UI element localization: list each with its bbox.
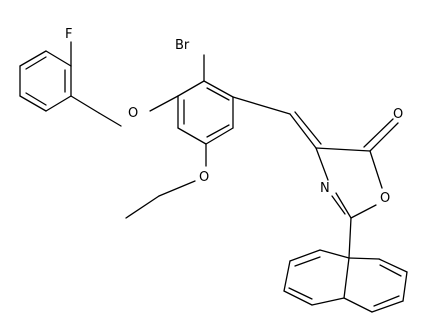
vinyl-double-bond-b [294, 111, 322, 145]
ethoxy-oxygen-label: O [199, 170, 209, 185]
bromine-label: Br [175, 38, 190, 53]
ch2-ch3-ethoxy-bond [125, 195, 160, 219]
oxazole-naphthyl-bond [348, 217, 352, 259]
fluorophenyl-ring [19, 50, 72, 112]
ch2-o-bond [98, 112, 122, 127]
ring-nitrogen-label: N [320, 181, 330, 196]
o-ch2-ethoxy-bond [158, 180, 196, 197]
oxazolone-ring [315, 147, 383, 219]
fluorine-label: F [65, 27, 72, 42]
aryl-vinyl-bond [232, 96, 291, 115]
vinyl-double-bond-a [289, 113, 317, 149]
carbonyl-oxygen-label: O [393, 107, 403, 122]
benzyl-ch2-bond [70, 95, 100, 114]
central-benzene-ring [177, 80, 234, 145]
carbonyl-bond-a [369, 122, 399, 152]
o-aryl-bond [149, 95, 179, 112]
ring-oxygen-label: O [380, 191, 390, 206]
atom-labels: F Br O O O O N [65, 27, 403, 206]
benzyl-ether-oxygen-label: O [128, 106, 138, 121]
bond-lines [19, 41, 408, 313]
naphthalene-ring [283, 249, 408, 313]
carbonyl-bond-b [363, 118, 394, 148]
